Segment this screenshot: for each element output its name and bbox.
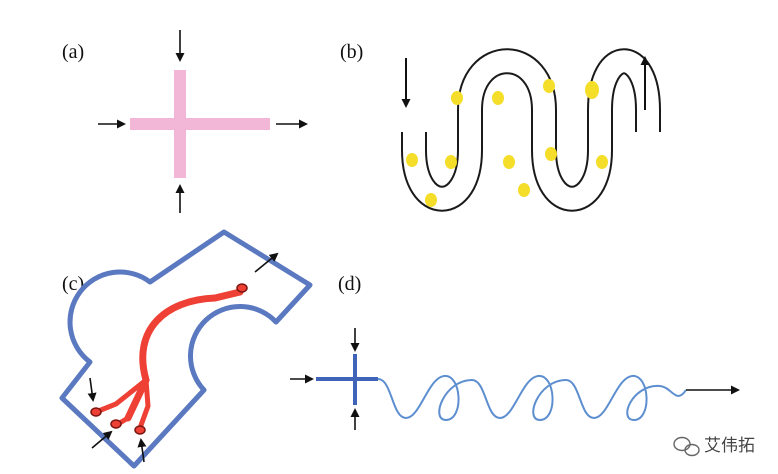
panel-b: (b) [340,41,661,212]
droplet [425,193,437,207]
channel-network [90,283,248,435]
droplet [492,91,504,105]
droplet [585,81,599,99]
droplet [596,155,608,169]
droplet [503,155,515,169]
inlet-arrow [87,377,97,402]
wechat-icon [673,436,700,457]
panel-c: (c) [59,229,313,469]
spiral-channel [377,374,687,422]
droplet [451,91,463,105]
panel-b-label: (b) [340,41,363,63]
droplet [545,147,557,161]
panel-d-label: (d) [338,273,361,295]
chip-outline [59,229,313,469]
panel-a: (a) [62,30,308,213]
serpentine-channel [401,48,661,212]
port-circle [236,283,248,293]
panel-d: (d) [290,273,740,430]
watermark: 艾伟拓 [673,436,755,457]
port-circle [110,419,122,429]
inlet-arrow [91,430,113,449]
cross-junction-channel [130,70,270,178]
panel-a-label: (a) [62,41,84,63]
cross-junction-blue [316,354,378,405]
droplets [406,79,608,207]
port-circle [90,407,102,417]
inlet-arrow [137,438,147,463]
droplet [445,155,457,169]
droplet [543,79,555,93]
port-circle [134,425,146,435]
panel-c-label: (c) [62,273,84,295]
droplet [406,153,418,167]
droplet [518,183,530,197]
watermark-text: 艾伟拓 [704,436,755,456]
outlet-arrow [254,252,279,273]
